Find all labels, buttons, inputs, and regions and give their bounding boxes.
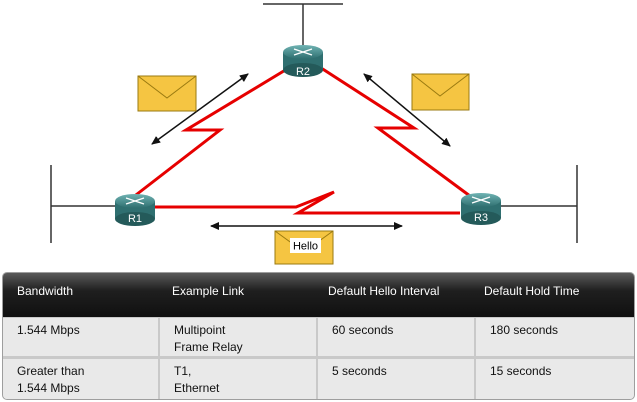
router-r2-icon: R2: [283, 45, 323, 78]
table-row: Greater than 1.544 Mbps T1, Ethernet 5 s…: [3, 359, 634, 399]
cell-line: T1,: [174, 364, 192, 378]
cell-line: Greater than: [17, 364, 85, 378]
cell-line: 60 seconds: [332, 323, 394, 337]
cell-line: Frame Relay: [174, 340, 243, 354]
cell-line: 5 seconds: [332, 364, 387, 378]
cell-hold-time: 15 seconds: [476, 359, 634, 399]
router-r1-label: R1: [128, 213, 142, 225]
cell-hello-interval: 5 seconds: [318, 359, 474, 399]
cell-example-link: Multipoint Frame Relay: [160, 318, 316, 356]
cell-bandwidth: Greater than 1.544 Mbps: [3, 359, 158, 399]
lan-segment-r3: [500, 165, 578, 243]
table-header-row: Bandwidth Example Link Default Hello Int…: [3, 273, 634, 317]
network-diagram: Hello R2 R1 R3: [50, 3, 578, 265]
router-r3-icon: R3: [461, 193, 501, 225]
cell-bandwidth: 1.544 Mbps: [3, 318, 158, 356]
cell-example-link: T1, Ethernet: [160, 359, 316, 399]
lan-segment-r1: [50, 165, 118, 243]
header-example-link: Example Link: [172, 284, 245, 298]
table-row: 1.544 Mbps Multipoint Frame Relay 60 sec…: [3, 318, 634, 356]
cell-line: 1.544 Mbps: [17, 323, 80, 337]
eigrp-timers-table: Bandwidth Example Link Default Hello Int…: [3, 273, 634, 399]
hello-label: Hello: [293, 241, 318, 253]
arrow-r2-r3: [363, 73, 451, 147]
cell-hold-time: 180 seconds: [476, 318, 634, 356]
router-r2-label: R2: [296, 66, 310, 78]
cell-line: 180 seconds: [490, 323, 559, 337]
header-hold-time: Default Hold Time: [484, 284, 580, 298]
cell-line: 15 seconds: [490, 364, 552, 378]
router-r3-label: R3: [474, 212, 488, 224]
arrow-r1-r2: [151, 73, 249, 145]
cell-line: Ethernet: [174, 381, 220, 395]
serial-link-r1-r3: [154, 190, 460, 215]
header-hello-interval: Default Hello Interval: [328, 284, 440, 298]
header-bandwidth: Bandwidth: [17, 284, 74, 298]
cell-line: 1.544 Mbps: [17, 381, 80, 395]
envelope-icon-right: [411, 73, 470, 111]
envelope-icon-hello: Hello: [274, 230, 334, 265]
cell-hello-interval: 60 seconds: [318, 318, 474, 356]
envelope-icon-left: [137, 75, 197, 112]
cell-line: Multipoint: [174, 323, 226, 337]
lan-segment-r2: [263, 3, 343, 50]
router-r1-icon: R1: [115, 194, 155, 226]
